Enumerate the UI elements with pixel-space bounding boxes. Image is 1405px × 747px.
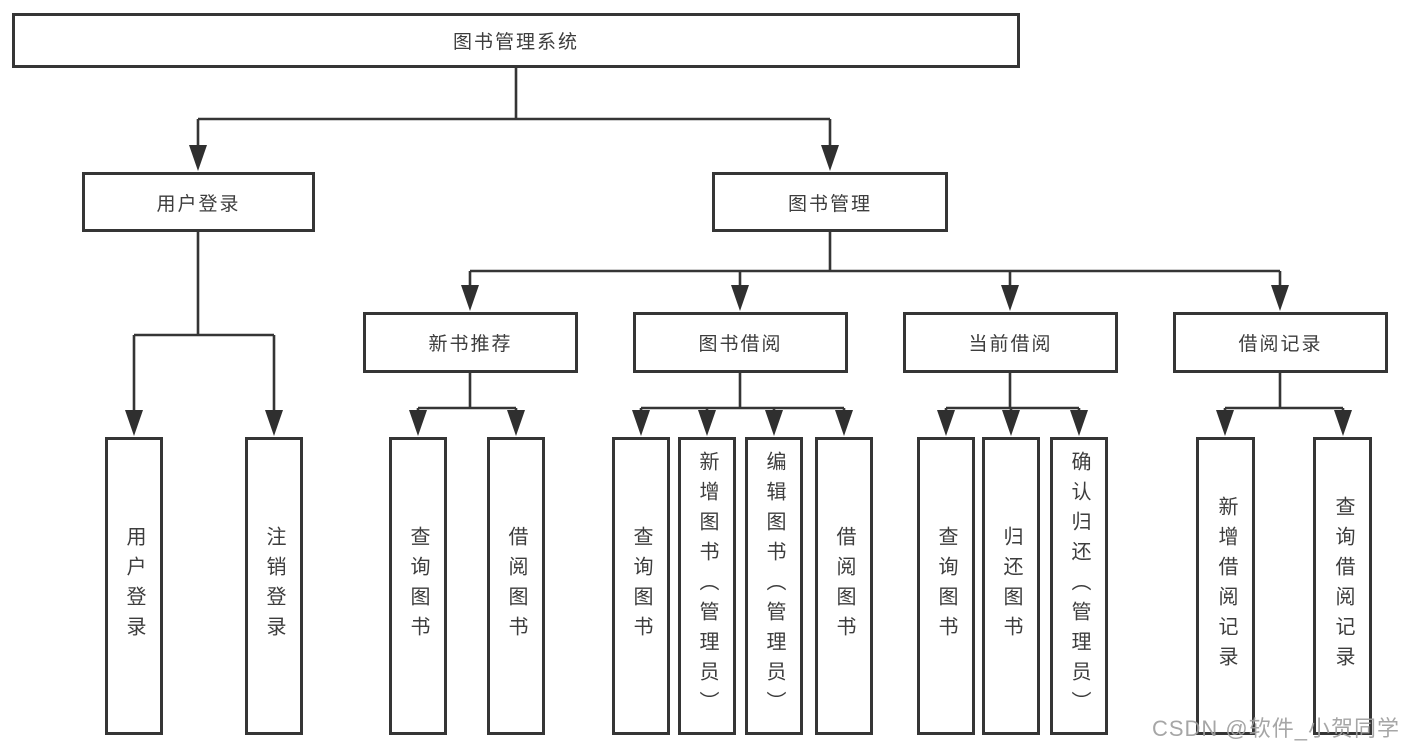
leaf-borrow-books: 借阅图书 [487, 437, 545, 735]
leaf-query-books: 查询图书 [389, 437, 447, 735]
node-book-management-system: 图书管理系统 [12, 13, 1020, 68]
leaf-logout: 注销登录 [245, 437, 303, 735]
leaf-borrow-books: 借阅图书 [815, 437, 873, 735]
node-new-book-recommend: 新书推荐 [363, 312, 578, 373]
leaf-add-books-admin: 新增图书（管理员） [678, 437, 736, 735]
leaf-edit-books-admin: 编辑图书（管理员） [745, 437, 803, 735]
node-book-borrow: 图书借阅 [633, 312, 848, 373]
leaf-confirm-return-admin: 确认归还（管理员） [1050, 437, 1108, 735]
csdn-watermark: CSDN @软件_小贺同学 [1151, 716, 1400, 741]
node-borrow-records: 借阅记录 [1173, 312, 1388, 373]
arrowhead-icons [125, 145, 1352, 436]
leaf-query-borrow-record: 查询借阅记录 [1313, 437, 1372, 735]
leaf-add-borrow-record: 新增借阅记录 [1196, 437, 1255, 735]
leaf-user-login: 用户登录 [105, 437, 163, 735]
leaf-query-books: 查询图书 [612, 437, 670, 735]
node-user-login: 用户登录 [82, 172, 315, 232]
leaf-return-books: 归还图书 [982, 437, 1040, 735]
node-book-management: 图书管理 [712, 172, 948, 232]
node-current-borrow: 当前借阅 [903, 312, 1118, 373]
leaf-query-books: 查询图书 [917, 437, 975, 735]
